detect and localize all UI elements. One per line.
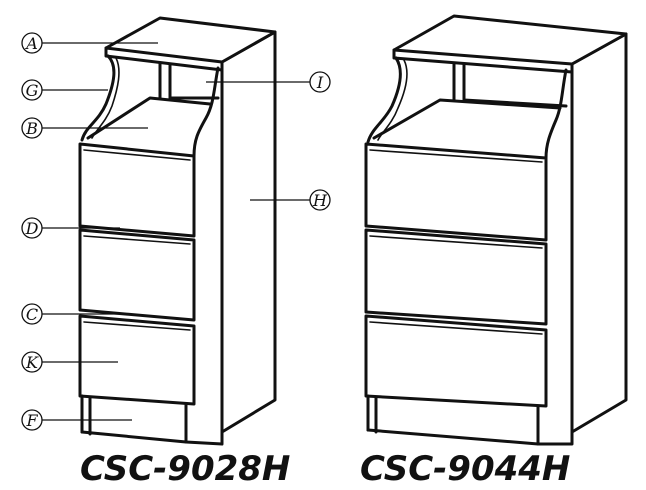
cabinet-left	[78, 16, 277, 446]
callout-D	[21, 217, 43, 239]
callout-C	[21, 303, 43, 325]
plinth-left	[80, 394, 224, 446]
callout-B	[21, 117, 43, 139]
callout-I	[309, 71, 331, 93]
callout-F-label: F	[25, 411, 38, 430]
callout-C-label: C	[26, 305, 38, 324]
inner-curve-right	[544, 68, 568, 160]
inner-curve-left	[192, 66, 220, 158]
callout-A-label: A	[24, 34, 38, 53]
cabinet-right	[364, 14, 628, 446]
callout-K	[21, 351, 43, 373]
callouts: A G B I H D C K F	[21, 32, 331, 431]
drawer-3-left	[78, 314, 196, 406]
drawer-2-right	[364, 228, 548, 326]
model-label-left: CSC-9028H	[80, 449, 290, 489]
plinth-base-right	[366, 428, 540, 446]
drawer-1-left	[78, 142, 196, 238]
top-edge-right	[392, 48, 574, 74]
curved-side-left	[80, 54, 116, 142]
model-label-right: CSC-9044H	[360, 449, 570, 489]
top-panel-left	[104, 16, 277, 64]
drawer-1-right	[364, 142, 548, 242]
shelf-left	[86, 96, 212, 140]
drawer-2-left	[78, 228, 196, 322]
plinth-right	[366, 394, 574, 446]
back-panel-left	[158, 62, 220, 100]
curved-side-right	[366, 56, 402, 144]
callout-H	[309, 189, 331, 211]
top-edge-left	[104, 46, 224, 72]
callout-D-label: D	[25, 219, 39, 238]
back-panel-right	[452, 62, 568, 108]
side-panel-right	[570, 32, 628, 434]
callout-F	[21, 409, 43, 431]
plinth-base-left	[80, 430, 188, 444]
callout-K-label: K	[25, 353, 39, 372]
shelf-right	[372, 98, 562, 140]
callout-G	[21, 79, 43, 101]
drawer-3-right	[364, 314, 548, 408]
top-panel-right	[392, 14, 628, 66]
side-panel-left	[220, 30, 277, 434]
callout-I-label: I	[316, 73, 324, 92]
callout-H-label: H	[312, 191, 328, 210]
callout-A	[21, 32, 43, 54]
callout-G-label: G	[26, 81, 39, 100]
callout-B-label: B	[25, 119, 38, 138]
